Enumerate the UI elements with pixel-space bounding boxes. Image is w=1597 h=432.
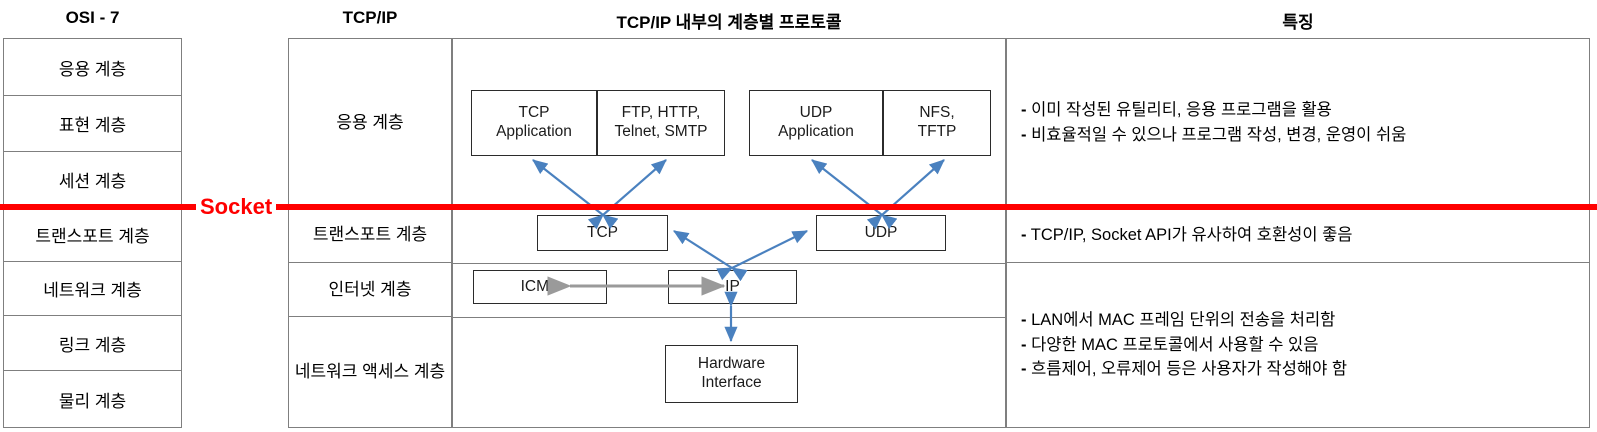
feature-row-network: - LAN에서 MAC 프레임 단위의 전송을 처리함 - 다양한 MAC 프로… xyxy=(1007,263,1589,427)
osi-row-physical: 물리 계층 xyxy=(58,391,127,411)
column-header-tcpip: TCP/IP xyxy=(342,8,398,27)
column-header-osi: OSI - 7 xyxy=(65,8,120,27)
feature-line: - 이미 작성된 유틸리티, 응용 프로그램을 활용 xyxy=(1021,101,1332,120)
feature-line: - 다양한 MAC 프로토콜에서 사용할 수 있음 xyxy=(1021,335,1319,354)
protocol-box-icmp[interactable]: ICMP xyxy=(473,270,607,304)
feature-line: - 흐름제어, 오류제어 등은 사용자가 작성해야 함 xyxy=(1021,360,1348,379)
feature-row-transport: - TCP/IP, Socket API가 유사하여 호환성이 좋음 xyxy=(1007,208,1589,263)
column-header-protocol: TCP/IP 내부의 계층별 프로토콜 xyxy=(616,13,842,32)
osi-row-transport: 트랜스포트 계층 xyxy=(4,207,181,262)
feature-line: - LAN에서 MAC 프레임 단위의 전송을 처리함 xyxy=(1021,310,1336,329)
feature-column: - 이미 작성된 유틸리티, 응용 프로그램을 활용 - 비효율적일 수 있으나… xyxy=(1006,38,1590,428)
protocol-box-udp-application[interactable]: UDP Application xyxy=(749,90,883,156)
tcpip-row-network-access: 네트워크 액세스 계층 xyxy=(294,362,446,382)
protocol-divider-internet xyxy=(453,263,1005,264)
socket-label: Socket xyxy=(196,194,277,220)
osi-row-presentation: 표현 계층 xyxy=(4,96,181,152)
feature-line: - TCP/IP, Socket API가 유사하여 호환성이 좋음 xyxy=(1021,225,1353,244)
protocol-diagram-column: TCP Application FTP, HTTP, Telnet, SMTP … xyxy=(452,38,1006,428)
protocol-divider-netaccess xyxy=(453,317,1005,318)
osi-row-application: 응용 계층 xyxy=(4,39,181,96)
protocol-box-tcp[interactable]: TCP xyxy=(537,215,668,251)
osi-row-link: 링크 계층 xyxy=(4,316,181,371)
protocol-box-hardware-interface[interactable]: Hardware Interface xyxy=(665,345,798,403)
tcpip-layer-table: 응용 계층 트랜스포트 계층 인터넷 계층 네트워크 액세스 계층 xyxy=(288,38,452,428)
osi-layer-table: 응용 계층 표현 계층 세션 계층 트랜스포트 계층 네트워크 계층 링크 계층… xyxy=(3,38,182,428)
protocol-box-ip[interactable]: IP xyxy=(668,270,797,304)
protocol-box-tcp-app-protocols[interactable]: FTP, HTTP, Telnet, SMTP xyxy=(597,90,725,156)
osi-row-network: 네트워크 계층 xyxy=(4,262,181,316)
protocol-box-tcp-application[interactable]: TCP Application xyxy=(471,90,597,156)
tcpip-row-application: 응용 계층 xyxy=(289,39,451,208)
tcpip-row-transport: 트랜스포트 계층 xyxy=(289,208,451,263)
socket-boundary-line xyxy=(0,204,1597,210)
tcpip-row-internet: 인터넷 계층 xyxy=(289,263,451,317)
osi-row-session: 세션 계층 xyxy=(4,152,181,207)
feature-row-application: - 이미 작성된 유틸리티, 응용 프로그램을 활용 - 비효율적일 수 있으나… xyxy=(1007,39,1589,208)
protocol-box-udp[interactable]: UDP xyxy=(816,215,946,251)
feature-line: - 비효율적일 수 있으나 프로그램 작성, 변경, 운영이 쉬움 xyxy=(1021,126,1407,144)
column-header-feature: 특징 xyxy=(1282,13,1314,32)
protocol-box-udp-app-protocols[interactable]: NFS, TFTP xyxy=(883,90,991,156)
